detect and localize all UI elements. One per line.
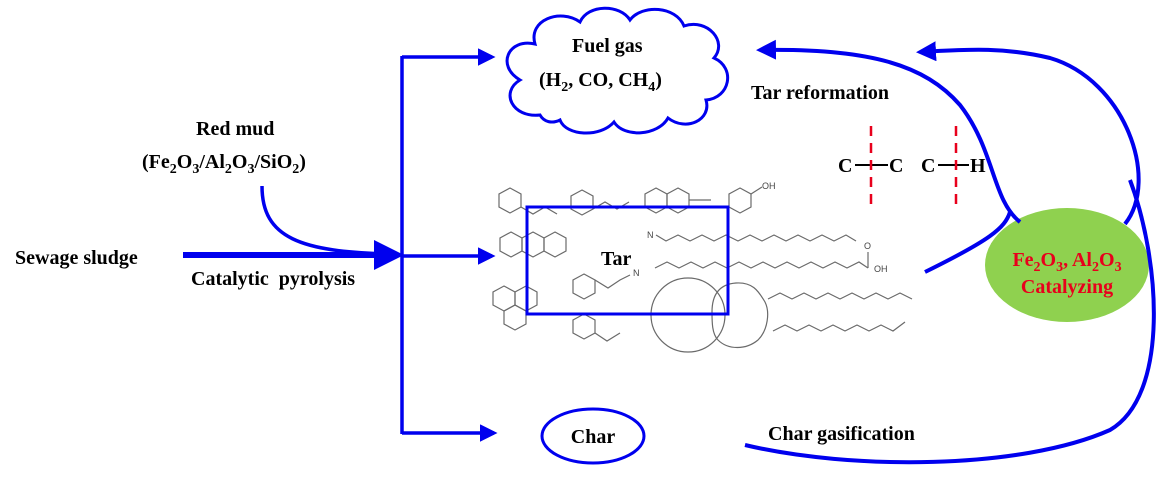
catalyst-ellipse [985, 208, 1149, 322]
naphthalene-ring-b [666, 187, 690, 214]
tar-molecules: OH N N O OH [492, 181, 913, 353]
bond-cleavage: C C C H [838, 126, 986, 204]
ch-bond-right-atom: H [970, 155, 986, 177]
cc-bond-right-atom: C [889, 155, 903, 177]
acid-o-text: O [864, 241, 871, 251]
red-mud-composition: (Fe2O3/Al2O3/SiO2) [142, 151, 306, 177]
sewage-sludge-label: Sewage sludge [15, 247, 138, 269]
ch-bond-left-atom: C [921, 155, 935, 177]
benzene-ring-1 [498, 187, 522, 214]
tar-label: Tar [601, 248, 632, 270]
naphthalene-ring-a [644, 187, 668, 214]
char-label: Char [571, 426, 616, 448]
char-gasification-curve [744, 179, 1156, 465]
anthracene-ring-c [543, 231, 567, 258]
catalyst-formula: Fe2O3, Al2O3 [1012, 249, 1121, 275]
anthracene-ring-b [521, 231, 545, 258]
tar-reformation-curve [924, 211, 1012, 274]
fused-ring-c [503, 304, 527, 331]
nitrile-n-text: N [633, 268, 640, 278]
cyclic-alkene-ring [711, 282, 769, 349]
alkene-chain-1 [767, 292, 913, 300]
pyridine-ring [572, 313, 596, 340]
red-mud-label: Red mud [196, 118, 274, 140]
char-ellipse [540, 407, 646, 465]
tar-to-gas-arrow [756, 39, 1022, 224]
benzyl-ring [572, 273, 596, 300]
char-gasification-label: Char gasification [768, 423, 915, 445]
cc-bond-left-atom: C [838, 155, 852, 177]
phenol-oh-text: OH [762, 181, 776, 191]
catalyst-action-label: Catalyzing [1021, 276, 1113, 298]
tar-box [525, 205, 730, 316]
fatty-acid-chain [654, 261, 869, 269]
alkene-chain-2 [772, 321, 906, 332]
red-mud-curve-arrow [260, 185, 393, 256]
fuel-gas-title: Fuel gas [572, 35, 643, 57]
benzene-ring-2 [570, 189, 594, 216]
nitrile-chain [594, 274, 631, 289]
long-nitrile-n-text: N [647, 230, 654, 240]
fuel-gas-formula: (H2, CO, CH4) [539, 69, 662, 95]
fuel-gas-cloud [505, 6, 730, 135]
acid-oh-text: OH [874, 264, 888, 274]
phenol-ring [728, 187, 752, 214]
catalytic-pyrolysis-label: Catalytic pyrolysis [191, 268, 355, 290]
anthracene-ring-a [499, 231, 523, 258]
long-nitrile-chain [655, 234, 857, 242]
phenol-bond [750, 186, 763, 195]
tar-reformation-label: Tar reformation [751, 82, 889, 104]
pyridine-ethyl [594, 332, 621, 342]
char-to-gas-arrow [916, 41, 1141, 226]
